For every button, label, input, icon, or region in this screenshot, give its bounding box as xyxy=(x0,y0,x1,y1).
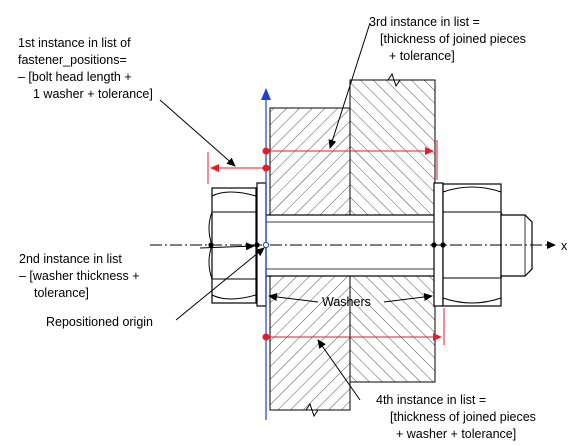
annotation-second-instance: 2nd instance in list – [washer thickness… xyxy=(19,252,140,300)
joined-plates xyxy=(269,72,436,418)
third-line-2: [thickness of joined pieces xyxy=(380,32,526,46)
washers-label: Washers xyxy=(322,295,371,309)
dimension-first xyxy=(207,152,270,184)
dimension-fourth xyxy=(262,308,445,345)
x-axis: x xyxy=(150,239,568,253)
upper-right-plate xyxy=(349,72,436,216)
fourth-line-1: 4th instance in list = xyxy=(376,393,486,407)
dimension-markers xyxy=(207,140,445,345)
first-line-2: fastener_positions= xyxy=(18,53,127,67)
third-line-1: 3rd instance in list = xyxy=(369,15,480,29)
first-line-3: – [bolt head length + xyxy=(18,70,132,84)
fourth-line-2: [thickness of joined pieces xyxy=(390,410,536,424)
third-line-3: + tolerance] xyxy=(389,49,455,63)
leader-lines xyxy=(159,22,433,401)
fourth-line-3: + washer + tolerance] xyxy=(396,427,516,441)
annotation-fourth-instance: 4th instance in list = [thickness of joi… xyxy=(376,393,536,441)
annotation-first-instance: 1st instance in list of fastener_positio… xyxy=(18,36,153,101)
centerline-points xyxy=(208,241,446,249)
second-line-2: – [washer thickness + xyxy=(19,269,140,283)
second-line-3: tolerance] xyxy=(34,286,89,300)
dimension-third xyxy=(262,140,438,180)
annotation-third-instance: 3rd instance in list = [thickness of joi… xyxy=(369,15,526,63)
lower-right-plate xyxy=(349,275,436,383)
x-axis-label: x xyxy=(561,239,568,253)
first-line-1: 1st instance in list of xyxy=(18,36,131,50)
repositioned-origin-label: Repositioned origin xyxy=(46,315,153,329)
first-line-4: 1 washer + tolerance] xyxy=(33,87,153,101)
second-line-1: 2nd instance in list xyxy=(19,252,122,266)
